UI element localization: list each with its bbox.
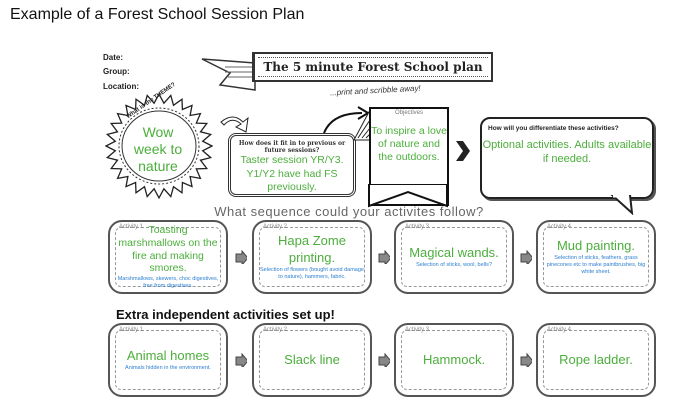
arrow-right-icon xyxy=(520,250,532,264)
activity-label: Activity 1 xyxy=(119,327,144,333)
activity-card: Hammock. Activity 3 xyxy=(394,323,514,397)
activity-title: Hammock. xyxy=(422,351,486,367)
activity-label: Activity 4 xyxy=(547,327,572,333)
activity-card: Mud painting.Selection of sticks, feathe… xyxy=(536,220,656,294)
card-frame: Hammock. xyxy=(401,330,507,390)
activity-title: Rope ladder. xyxy=(559,351,633,367)
card-frame: Mud painting.Selection of sticks, feathe… xyxy=(543,227,649,287)
arrow-right-icon xyxy=(520,353,532,367)
objectives-label: Objectives xyxy=(394,110,423,116)
sunburst-icon xyxy=(105,92,213,200)
arrow-right-icon xyxy=(378,250,390,264)
activity-detail: Selection of flowers (bought avoid damag… xyxy=(260,266,364,280)
card-frame: Slack line xyxy=(259,330,365,390)
differentiate-bubble: How will you differentiate these activit… xyxy=(480,117,654,199)
group-label: Group: xyxy=(103,67,130,76)
fit-answer: Taster session YR/Y3. Y1/Y2 have had FS … xyxy=(240,154,344,193)
card-frame: Magical wands. Selection of sticks, wool,… xyxy=(401,227,507,287)
activity-title: Slack line xyxy=(284,351,340,367)
differentiate-answer: Optional activities. Adults available if… xyxy=(482,139,652,166)
activity-detail: Marshmallows, skewers, choc digestives, … xyxy=(117,275,219,289)
differentiate-question: How will you differentiate these activit… xyxy=(488,125,619,132)
date-label: Date: xyxy=(103,53,124,62)
plan-title-banner: The 5 minute Forest School plan xyxy=(252,52,493,82)
activity-label: Activity 1 xyxy=(119,224,144,230)
arrow-right-icon xyxy=(235,353,247,367)
activity-title: Animal homes xyxy=(126,347,210,363)
sequence-heading: What sequence could your activites follo… xyxy=(214,204,484,219)
activity-label: Activity 2 xyxy=(263,327,288,333)
objectives-text: To inspire a love of nature and the outd… xyxy=(371,125,447,164)
activity-title: Magical wands. xyxy=(409,244,499,260)
activity-detail: Animals hidden in the environment. xyxy=(125,365,211,372)
activity-label: Activity 4 xyxy=(547,224,572,230)
extra-heading: Extra independent activities set up! xyxy=(116,307,335,322)
theme-answer: Wow week to nature xyxy=(133,124,183,174)
activity-card: Rope ladder. Activity 4 xyxy=(536,323,656,397)
fit-question: How does it fit in to previous or future… xyxy=(238,140,346,155)
plan-title: The 5 minute Forest School plan xyxy=(263,60,483,74)
fit-box: How does it fit in to previous or future… xyxy=(228,133,356,197)
arrow-right-icon xyxy=(235,250,247,264)
activity-label: Activity 3 xyxy=(405,224,430,230)
activity-title: Mud painting. xyxy=(556,238,636,254)
card-frame: Toasting marshmallows on the fire and ma… xyxy=(115,224,221,289)
banner-notch-icon xyxy=(368,184,448,208)
activity-title: Toasting marshmallows on the fire and ma… xyxy=(118,224,218,275)
objectives-banner: Objectives To inspire a love of nature a… xyxy=(369,107,449,206)
activity-card: Hapa Zome printing.Selection of flowers … xyxy=(252,220,372,294)
activity-label: Activity 3 xyxy=(405,327,430,333)
arrow-right-icon xyxy=(378,353,390,367)
card-frame: Hapa Zome printing.Selection of flowers … xyxy=(259,227,365,287)
activity-card: Magical wands. Selection of sticks, wool,… xyxy=(394,220,514,294)
activity-detail: Selection of sticks, wool, bells? xyxy=(416,262,492,269)
activity-title: Hapa Zome printing. xyxy=(278,233,346,265)
banner-ribbon-icon xyxy=(201,58,256,91)
ribbon-fold-icon xyxy=(353,109,371,141)
page-title: Example of a Forest School Session Plan xyxy=(10,6,305,23)
curved-arrow-icon xyxy=(220,116,249,133)
chevron-right-icon xyxy=(456,141,470,161)
activity-card: Toasting marshmallows on the fire and ma… xyxy=(108,220,228,294)
activity-card: Slack line Activity 2 xyxy=(252,323,372,397)
bubble-tail-icon xyxy=(610,195,634,215)
activity-label: Activity 2 xyxy=(263,224,288,230)
activity-detail: Selection of sticks, feathers, grass pin… xyxy=(546,255,646,276)
tagline: ...print and scribble away! xyxy=(329,83,421,98)
location-label: Location: xyxy=(103,82,139,91)
card-frame: Rope ladder. xyxy=(543,330,649,390)
